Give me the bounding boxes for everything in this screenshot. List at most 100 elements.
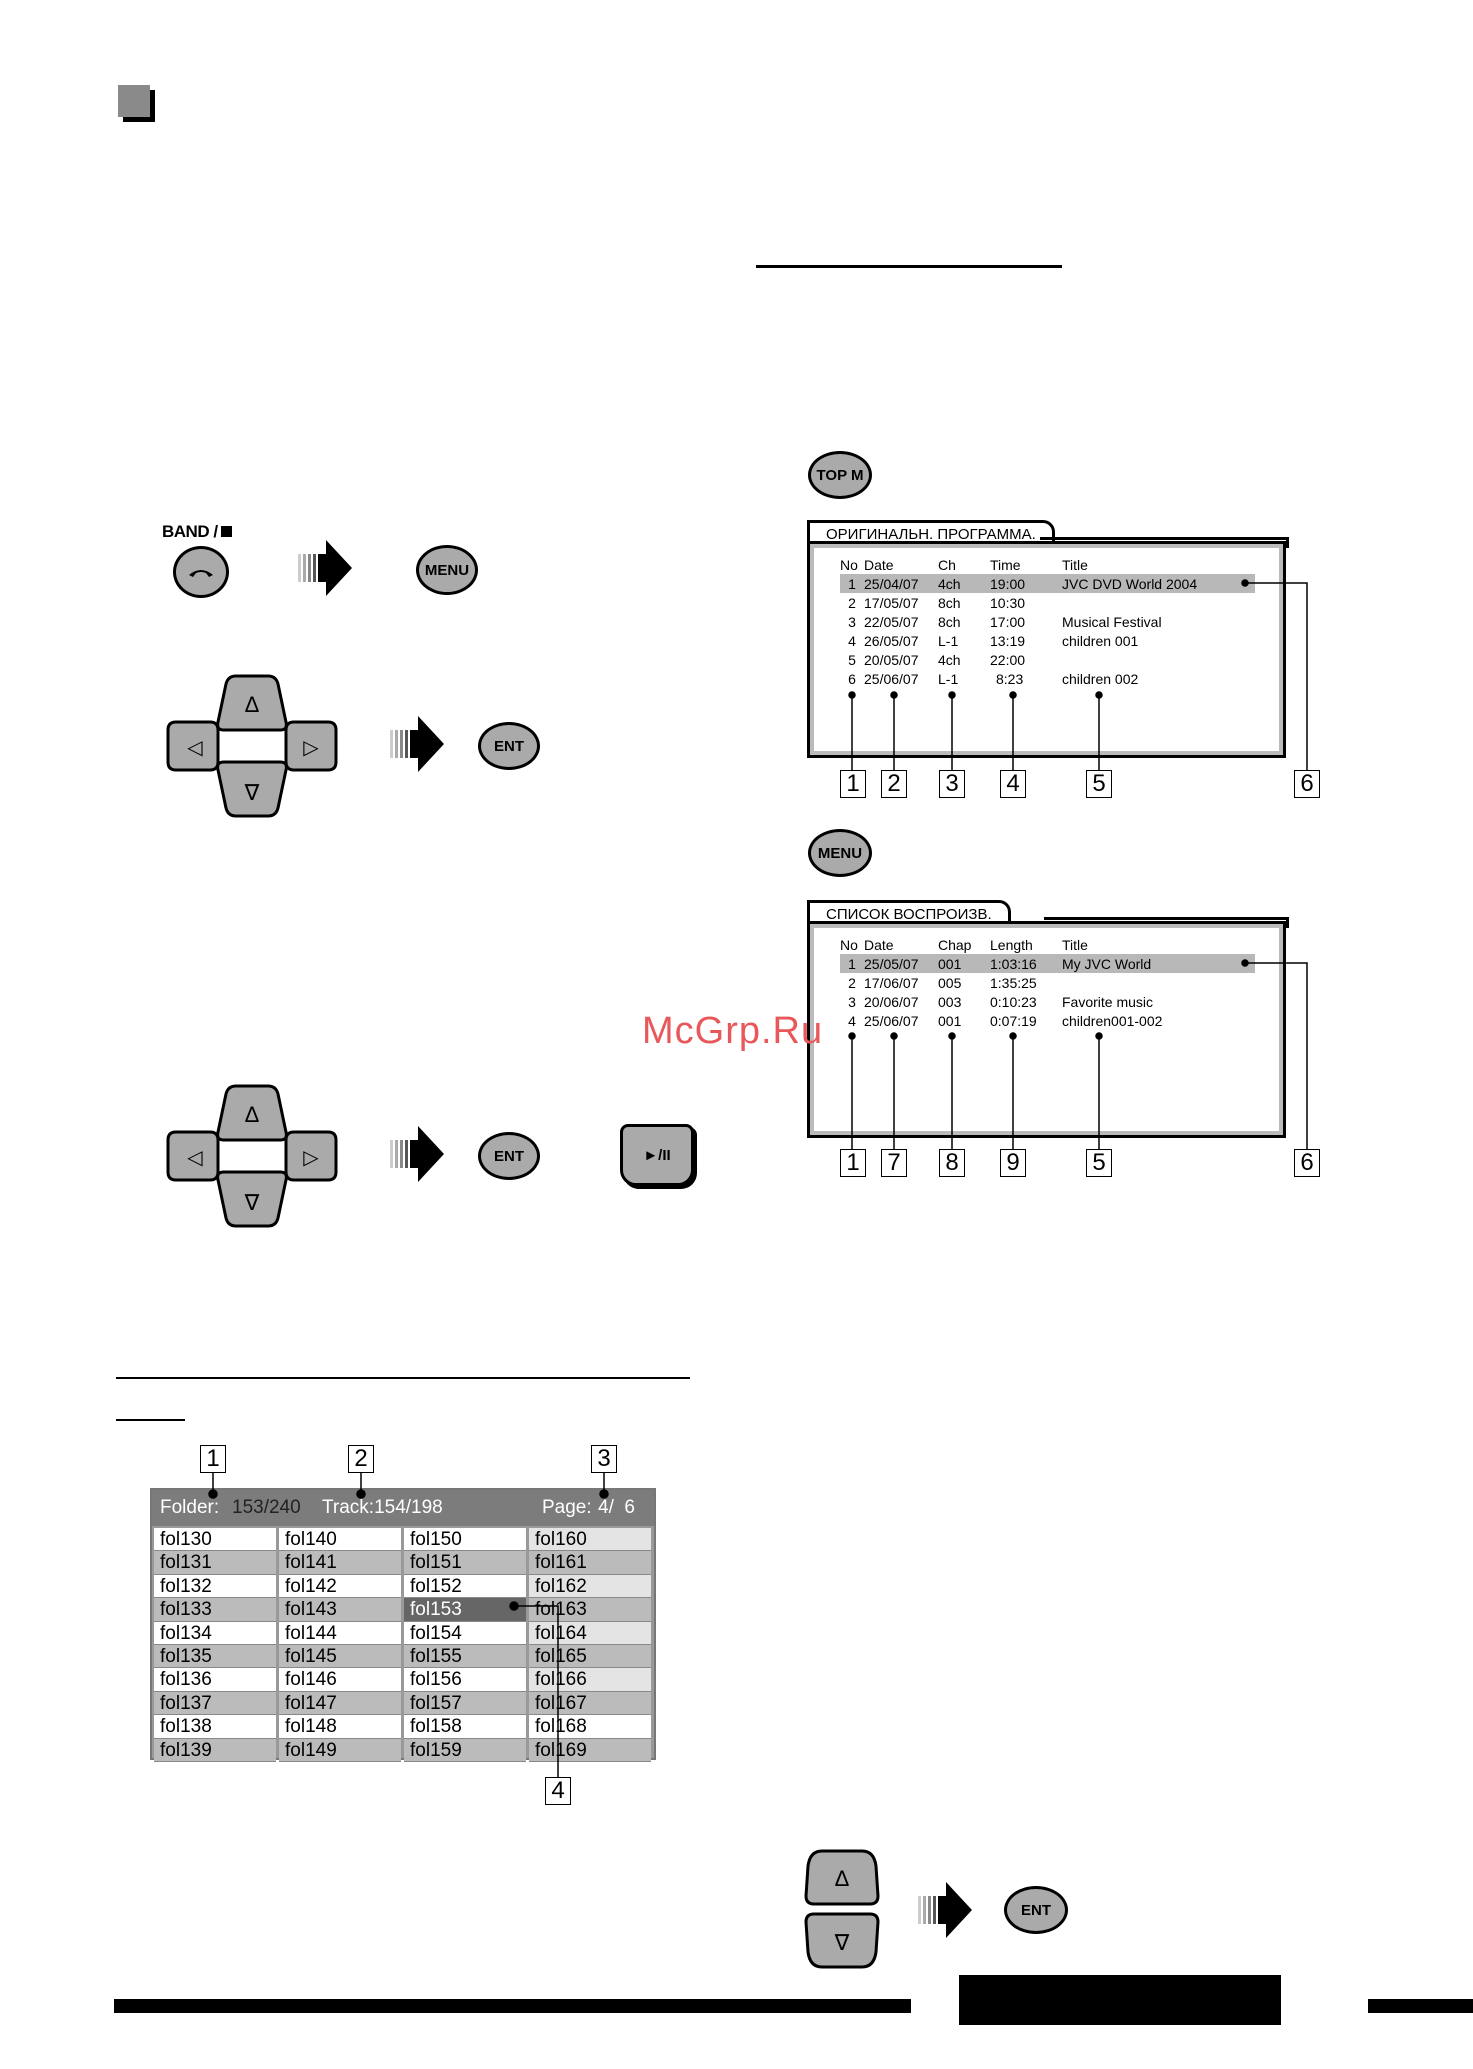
- menu-button[interactable]: MENU: [416, 545, 478, 595]
- folder-item[interactable]: fol140: [279, 1528, 401, 1552]
- folder-item[interactable]: fol169: [529, 1738, 651, 1762]
- section-marker: [118, 85, 150, 117]
- dpad-right-button[interactable]: [284, 720, 338, 772]
- down-arrow-icon: ∇: [244, 780, 260, 805]
- folder-item[interactable]: fol152: [404, 1574, 526, 1599]
- folder-item[interactable]: fol165: [529, 1644, 651, 1669]
- folder-item[interactable]: fol150: [404, 1528, 526, 1552]
- arrow-icon: [298, 540, 352, 596]
- folder-item[interactable]: fol136: [154, 1668, 276, 1692]
- callout-3: 3: [591, 1445, 617, 1473]
- dpad-left-button[interactable]: [166, 1130, 220, 1182]
- header-no: No: [840, 556, 858, 573]
- folder-item[interactable]: fol158: [404, 1715, 526, 1739]
- folder-item[interactable]: fol141: [279, 1551, 401, 1575]
- phone-icon: [189, 570, 213, 577]
- header-title: Title: [1062, 556, 1088, 573]
- folder-list-screen: Folder: 153/240 Track:154/198 Page: 4/ 6…: [150, 1488, 656, 1762]
- up-button[interactable]: [804, 1849, 880, 1906]
- folder-item[interactable]: fol154: [404, 1621, 526, 1645]
- dpad-1: Δ ∇ ◁ ▷: [166, 674, 338, 818]
- folder-item[interactable]: fol137: [154, 1691, 276, 1716]
- folder-item[interactable]: fol145: [279, 1644, 401, 1669]
- callout-4: 4: [1000, 770, 1026, 798]
- folder-item[interactable]: fol138: [154, 1715, 276, 1739]
- folder-item[interactable]: fol155: [404, 1644, 526, 1669]
- page-label: Page:: [542, 1497, 592, 1518]
- folder-label: Folder:: [160, 1497, 220, 1518]
- folder-item[interactable]: fol167: [529, 1691, 651, 1716]
- folder-item[interactable]: fol133: [154, 1598, 276, 1622]
- ent-button[interactable]: ENT: [1004, 1886, 1068, 1934]
- folder-item[interactable]: fol151: [404, 1551, 526, 1575]
- folder-item[interactable]: fol160: [529, 1528, 651, 1552]
- ent-button[interactable]: ENT: [478, 722, 540, 770]
- menu-button[interactable]: MENU: [808, 829, 872, 877]
- up-arrow-icon: Δ: [835, 1866, 850, 1891]
- band-button[interactable]: [173, 546, 229, 598]
- footer-bar-left: [114, 1999, 911, 2013]
- table-header: No Date Chap Length Title: [840, 935, 1255, 954]
- folder-item[interactable]: fol162: [529, 1574, 651, 1599]
- ent-button[interactable]: ENT: [478, 1132, 540, 1180]
- folder-item[interactable]: fol156: [404, 1668, 526, 1692]
- up-down-buttons: Δ ∇: [804, 1849, 880, 1969]
- folder-value: 153/240: [232, 1497, 301, 1518]
- folder-item[interactable]: fol164: [529, 1621, 651, 1645]
- folder-item[interactable]: fol134: [154, 1621, 276, 1645]
- folder-item[interactable]: fol131: [154, 1551, 276, 1575]
- folder-item[interactable]: fol161: [529, 1551, 651, 1575]
- folder-item[interactable]: fol149: [279, 1738, 401, 1762]
- folder-item[interactable]: fol166: [529, 1668, 651, 1692]
- track-label: Track:154/198: [322, 1497, 443, 1518]
- dpad-up-button[interactable]: [216, 674, 288, 732]
- folder-item[interactable]: fol144: [279, 1621, 401, 1645]
- playlist-tab: СПИСОК ВОСПРОИЗВ.: [807, 900, 1011, 924]
- top-menu-button[interactable]: TOP M: [808, 451, 872, 499]
- folder-item[interactable]: fol159: [404, 1738, 526, 1762]
- down-arrow-icon: ∇: [244, 1190, 260, 1215]
- folder-item[interactable]: fol132: [154, 1574, 276, 1599]
- dpad-up-button[interactable]: [216, 1084, 288, 1142]
- dpad-down-button[interactable]: [216, 1170, 288, 1228]
- folder-column-1: fol130 fol131 fol132 fol133 fol134 fol13…: [154, 1528, 276, 1762]
- folder-item[interactable]: fol163: [529, 1598, 651, 1622]
- folder-column-4: fol160 fol161 fol162 fol163 fol164 fol16…: [529, 1528, 651, 1762]
- folder-item[interactable]: fol143: [279, 1598, 401, 1622]
- folder-item[interactable]: fol147: [279, 1691, 401, 1716]
- play-pause-button[interactable]: ►/II: [620, 1124, 694, 1186]
- folder-item[interactable]: fol142: [279, 1574, 401, 1599]
- folder-item[interactable]: fol139: [154, 1738, 276, 1762]
- original-program-tab: ОРИГИНАЛЬН. ПРОГРАММА.: [807, 520, 1055, 544]
- down-button[interactable]: [804, 1912, 880, 1969]
- dpad-right-button[interactable]: [284, 1130, 338, 1182]
- header-ch: Ch: [938, 556, 956, 573]
- dpad-left-button[interactable]: [166, 720, 220, 772]
- callout-4: 4: [545, 1777, 571, 1805]
- folder-item[interactable]: fol168: [529, 1715, 651, 1739]
- dpad-2: Δ ∇ ◁ ▷: [166, 1084, 338, 1228]
- arrow-icon: [918, 1882, 972, 1938]
- dpad-down-button[interactable]: [216, 760, 288, 818]
- folder-item[interactable]: fol130: [154, 1528, 276, 1552]
- callout-5: 5: [1086, 770, 1112, 798]
- folder-item[interactable]: fol148: [279, 1715, 401, 1739]
- folder-item[interactable]: fol157: [404, 1691, 526, 1716]
- header-date: Date: [864, 936, 894, 953]
- folder-item-selected[interactable]: fol153: [404, 1598, 526, 1622]
- folder-item[interactable]: fol135: [154, 1644, 276, 1669]
- folder-item[interactable]: fol146: [279, 1668, 401, 1692]
- header-date: Date: [864, 556, 894, 573]
- folder-column-2: fol140 fol141 fol142 fol143 fol144 fol14…: [279, 1528, 401, 1762]
